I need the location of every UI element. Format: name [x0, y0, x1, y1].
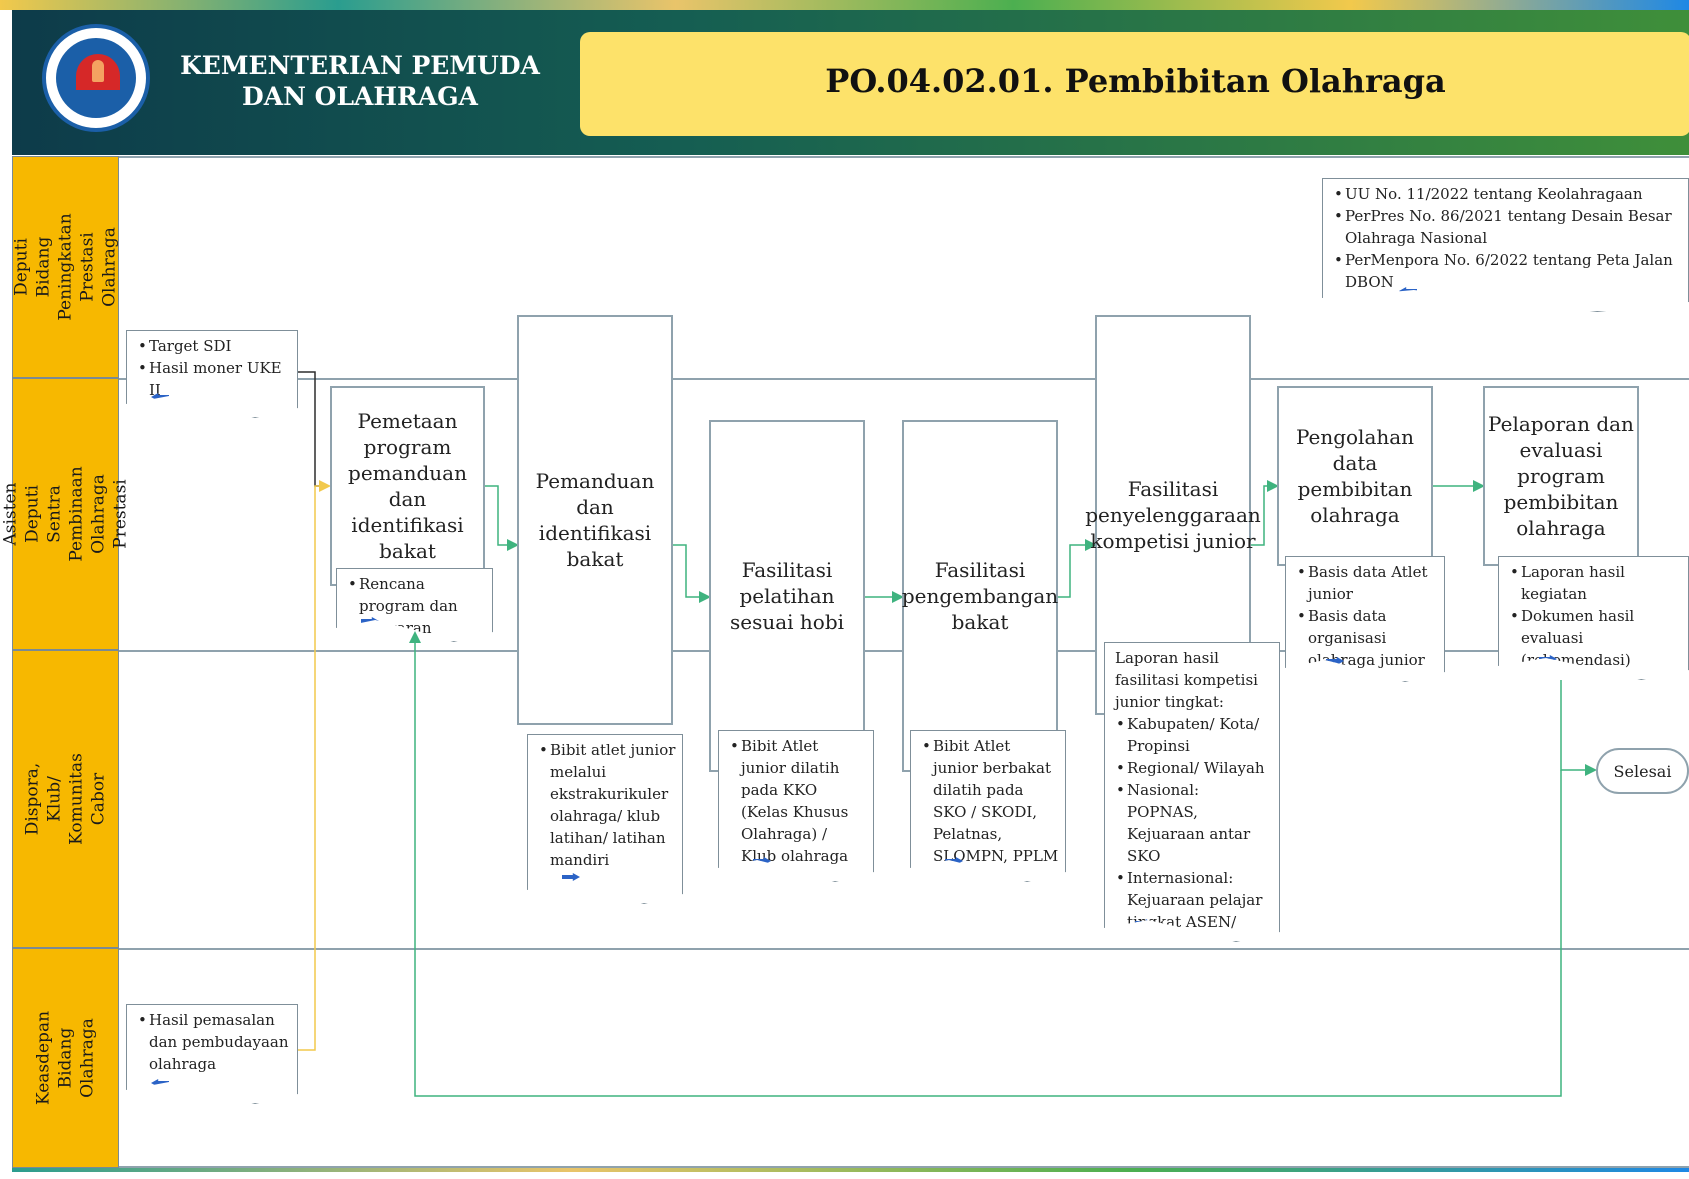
connector-p1-to-p2: [484, 485, 519, 551]
process-label: Fasilitasi pengembangan bakat: [901, 558, 1059, 634]
doc-item: Kabupaten/ Kota/ Propinsi: [1125, 713, 1273, 757]
header-banner: KEMENTERIAN PEMUDA DAN OLAHRAGA PO.04.02…: [12, 10, 1689, 155]
organization-name: KEMENTERIAN PEMUDA DAN OLAHRAGA: [180, 51, 540, 111]
lane-divider: [119, 948, 1689, 950]
connector-feedback-loop: [409, 631, 1562, 1097]
page-title: PO.04.02.01. Pembibitan Olahraga: [825, 62, 1446, 100]
doc-item: Hasil pemasalan dan pembudayaan olahraga: [147, 1009, 291, 1075]
process-pemanduan-identifikasi: Pemanduan dan identifikasi bakat: [517, 315, 673, 725]
title-box: PO.04.02.01. Pembibitan Olahraga: [580, 32, 1689, 136]
terminator-selesai: Selesai: [1596, 748, 1689, 794]
terminator-label: Selesai: [1613, 761, 1672, 781]
process-label: Pemanduan dan identifikasi bakat: [535, 469, 655, 571]
process-label: Pemetaan program pemanduan dan identifik…: [348, 409, 467, 563]
arrow-right-icon: [1326, 657, 1344, 665]
lane-keasdepan: Keasdepan Bidang Olahraga: [12, 948, 119, 1168]
regulation-item: PerPres No. 86/2021 tentang Desain Besar…: [1343, 205, 1682, 249]
doc-out-p4: Bibit Atlet junior berbakat dilatih pada…: [910, 730, 1066, 882]
lane-divider: [119, 378, 1689, 380]
lane-divider: [119, 1166, 1689, 1168]
doc-item: Laporan hasil kegiatan: [1519, 561, 1682, 605]
arrow-left-icon: [151, 393, 169, 401]
process-label: Fasilitasi penyelenggaraan kompetisi jun…: [1085, 477, 1261, 553]
regulation-item: UU No. 11/2022 tentang Keolahragaan: [1343, 183, 1682, 205]
doc-item: Bibit Atlet junior berbakat dilatih pada…: [931, 735, 1059, 867]
arrow-left-icon: [151, 1079, 169, 1087]
doc-item: Target SDI: [147, 335, 291, 357]
connector-input-to-p1: [297, 371, 328, 487]
doc-item: Hasil moner UKE II: [147, 357, 291, 401]
process-label: Pelaporan dan evaluasi program pembibita…: [1488, 412, 1634, 540]
doc-out-p2: Bibit atlet junior melalui ekstrakurikul…: [527, 734, 683, 904]
doc-item: Regional/ Wilayah: [1125, 757, 1273, 779]
doc-item: Basis data organisasi olahraga junior: [1306, 605, 1438, 671]
doc-item: Basis data Atlet junior: [1306, 561, 1438, 605]
lane-divider: [119, 156, 1689, 158]
torch-flame-icon: [92, 60, 104, 82]
doc-title: Laporan hasil fasilitasi kompetisi junio…: [1115, 649, 1258, 711]
doc-out-p7: Laporan hasil kegiatan Dokumen hasil eva…: [1498, 556, 1689, 680]
bottom-color-strip: [12, 1168, 1689, 1172]
process-label: Pengolahan data pembibitan olahraga: [1295, 425, 1415, 527]
doc-out-p5: Laporan hasil fasilitasi kompetisi junio…: [1104, 642, 1280, 942]
arrow-right-icon: [562, 873, 580, 881]
connector-p7-to-end: [1560, 680, 1597, 776]
process-pengolahan-data: Pengolahan data pembibitan olahraga: [1277, 386, 1433, 566]
top-color-strip: [0, 0, 1689, 10]
doc-item: Bibit atlet junior melalui ekstrakurikul…: [548, 739, 676, 871]
doc-regulations: UU No. 11/2022 tentang Keolahragaan PerP…: [1322, 178, 1689, 312]
process-pemetaan-program: Pemetaan program pemanduan dan identifik…: [330, 386, 485, 586]
connector-p5-to-p6: [1250, 480, 1279, 546]
process-fasilitasi-pengembangan: Fasilitasi pengembangan bakat: [902, 420, 1058, 772]
doc-out-p3: Bibit Atlet junior dilatih pada KKO (Kel…: [718, 730, 874, 882]
lane-deputi: Deputi Bidang Peningkatan Prestasi Olahr…: [12, 156, 120, 378]
connector-keasdepan-to-p1: [297, 480, 331, 1051]
doc-input-keasdepan: Hasil pemasalan dan pembudayaan olahraga: [126, 1004, 298, 1104]
connector-p2-to-p3: [672, 544, 711, 603]
kemenpora-logo: [42, 24, 150, 132]
regulation-item: PerMenpora No. 6/2022 tentang Peta Jalan…: [1343, 249, 1682, 293]
arrow-right-icon: [753, 857, 771, 865]
process-label: Fasilitasi pelatihan sesuai hobi: [729, 558, 845, 634]
lane-dispora: Dispora, Klub/ Komunitas Cabor: [12, 650, 119, 948]
lane-asisten-deputi: Asisten Deputi Sentra Pembinaan Olahraga…: [1, 378, 131, 650]
doc-out-p6: Basis data Atlet junior Basis data organ…: [1285, 556, 1445, 682]
process-fasilitasi-pelatihan: Fasilitasi pelatihan sesuai hobi: [709, 420, 865, 772]
arrow-right-icon: [361, 617, 379, 625]
process-pelaporan-evaluasi: Pelaporan dan evaluasi program pembibita…: [1483, 386, 1639, 566]
doc-item: Internasional: Kejuaraan pelajar tingkat…: [1125, 867, 1273, 955]
arrow-right-icon: [945, 857, 963, 865]
doc-item: Nasional: POPNAS, Kejuaraan antar SKO: [1125, 779, 1273, 867]
connector-p4-to-p5: [1056, 539, 1097, 598]
